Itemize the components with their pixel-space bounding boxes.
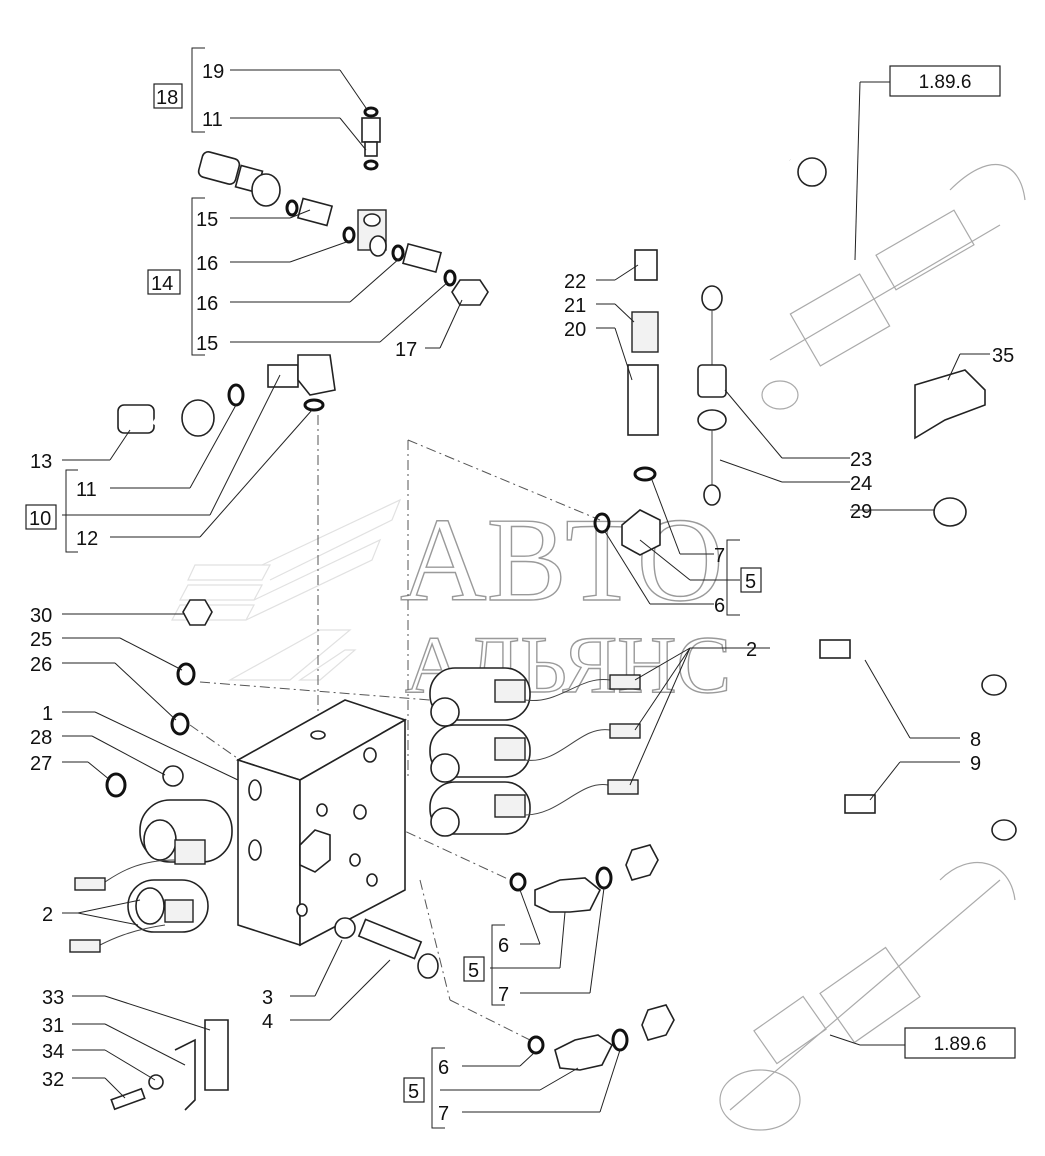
reference-boxes: 1.89.6 1.89.6: [889, 65, 1016, 1059]
callout-13: 13: [30, 451, 52, 473]
callout-6-upper: 6: [714, 595, 725, 617]
callout-15-upper: 15: [196, 209, 218, 231]
callout-8: 8: [970, 729, 981, 751]
hoses-8-9: [625, 639, 1017, 1041]
callout-14: 14: [151, 273, 173, 295]
callout-26: 26: [30, 654, 52, 676]
callout-35: 35: [992, 345, 1014, 367]
callout-10: 10: [29, 508, 51, 530]
callout-7-lower: 7: [438, 1103, 449, 1125]
callout-1: 1: [42, 703, 53, 725]
callout-20: 20: [564, 319, 586, 341]
callout-11-top: 11: [202, 109, 223, 131]
solenoids-left: [69, 799, 233, 953]
bolt-3-4: [334, 917, 439, 979]
hose-13: [48, 147, 281, 437]
callout-29: 29: [850, 501, 872, 523]
pipe-20-22: [593, 124, 827, 556]
callout-17: 17: [395, 339, 417, 361]
callout-16-upper: 16: [196, 253, 218, 275]
callout-7-upper: 7: [714, 545, 725, 567]
callout-9: 9: [970, 753, 981, 775]
leader-lines: [62, 69, 990, 1113]
callout-31: 31: [42, 1015, 64, 1037]
callout-23: 23: [850, 449, 872, 471]
fittings-11-19: [357, 106, 387, 257]
callout-6-lower: 6: [438, 1057, 449, 1079]
callout-labels: 19 18 11 15 16 14 16 15 17 13 11 10 12 3…: [29, 61, 1014, 1125]
callout-4: 4: [262, 1011, 273, 1033]
watermark-text: АВТО АЛЬЯНС: [399, 492, 732, 710]
callout-27: 27: [30, 753, 52, 775]
seals-left: [105, 599, 213, 798]
cylinder-top: [761, 163, 1026, 410]
callout-33: 33: [42, 987, 64, 1009]
callout-5-lower: 5: [408, 1081, 419, 1103]
plugs-23-24-29-35: [697, 285, 986, 527]
solenoids-right: [429, 667, 641, 837]
fittings-14-17: [285, 197, 489, 306]
elbow-10: [227, 354, 336, 412]
callout-34: 34: [42, 1041, 64, 1063]
callout-25: 25: [30, 629, 52, 651]
callout-15-lower: 15: [196, 333, 218, 355]
callout-21: 21: [564, 295, 586, 317]
ref-label-bottom: 1.89.6: [934, 1034, 987, 1055]
callout-2-right: 2: [746, 639, 757, 661]
callout-7-middle: 7: [498, 984, 509, 1006]
callout-12: 12: [76, 528, 98, 550]
group-brackets: [65, 47, 740, 1129]
callout-22: 22: [564, 271, 586, 293]
callout-5-upper: 5: [745, 571, 756, 593]
callout-24: 24: [850, 473, 872, 495]
callout-5-middle: 5: [468, 960, 479, 982]
callout-18: 18: [156, 87, 178, 109]
bracket-31-34: [110, 1019, 229, 1111]
ref-label-top: 1.89.6: [919, 72, 972, 93]
watermark-line1: АВТО: [400, 493, 724, 626]
callout-11-left: 11: [76, 479, 97, 501]
callout-28: 28: [30, 727, 52, 749]
callout-6-middle: 6: [498, 935, 509, 957]
callout-16-lower: 16: [196, 293, 218, 315]
callout-2-left: 2: [42, 904, 53, 926]
callout-32: 32: [42, 1069, 64, 1091]
cylinder-bottom: [719, 862, 1016, 1131]
callout-3: 3: [262, 987, 273, 1009]
valve-block: [236, 699, 407, 947]
boxed-callout-frames: [25, 83, 762, 1103]
callout-30: 30: [30, 605, 52, 627]
callout-19: 19: [202, 61, 224, 83]
watermark-logo: [171, 498, 402, 681]
